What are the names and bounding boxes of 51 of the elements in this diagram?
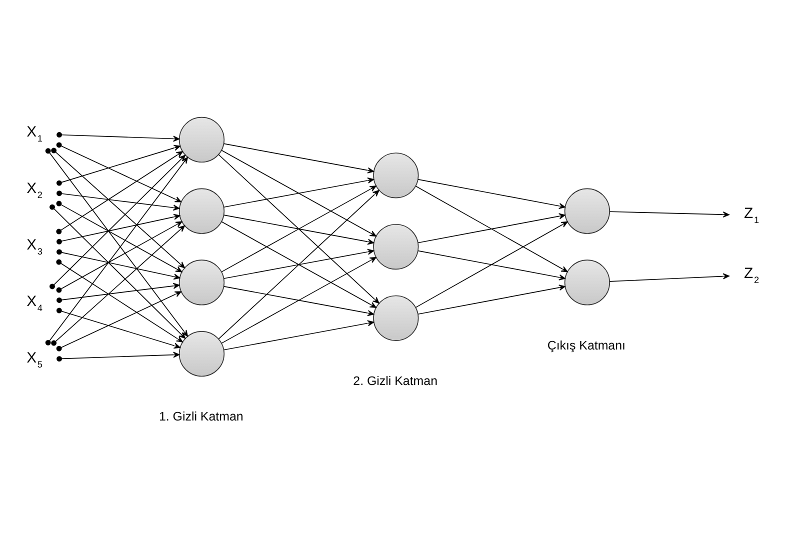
label: 1. Gizli Katman xyxy=(158,410,244,424)
node-circle xyxy=(564,260,610,306)
arrow xyxy=(223,286,374,316)
arrow xyxy=(56,151,183,234)
arrow xyxy=(56,282,180,303)
node-circle xyxy=(564,188,610,234)
node-text: Z$_{2}$ xyxy=(744,264,760,285)
arrow xyxy=(418,179,566,209)
arrow xyxy=(416,186,568,272)
label: Çıkış Katmanı xyxy=(547,338,626,352)
arrow xyxy=(418,213,566,244)
arrow xyxy=(223,320,374,350)
arrow xyxy=(56,132,180,142)
arrow xyxy=(51,225,185,346)
arrow xyxy=(56,221,182,293)
arrow xyxy=(221,186,376,272)
arrow xyxy=(56,200,182,272)
arrow xyxy=(221,256,376,344)
arrow xyxy=(223,143,374,174)
arrow xyxy=(221,150,376,237)
node-text: Z$_{1}$ xyxy=(744,205,760,226)
node-text: X$_{3}$ xyxy=(26,236,42,257)
arrow xyxy=(218,154,380,304)
node-circle xyxy=(373,224,419,270)
arrow xyxy=(223,214,374,245)
node-text: X$_{4}$ xyxy=(26,293,42,314)
arrow xyxy=(56,308,180,349)
arrow xyxy=(56,190,180,211)
arrow xyxy=(56,144,180,186)
arrow xyxy=(56,142,182,202)
arrow xyxy=(56,291,182,352)
arrow xyxy=(50,154,186,290)
arrow xyxy=(223,248,374,279)
arrow xyxy=(418,284,566,315)
node-text: X$_{1}$ xyxy=(26,124,42,144)
arrow xyxy=(223,177,374,208)
arrow xyxy=(609,211,730,218)
arrow xyxy=(56,214,180,244)
arrow xyxy=(416,221,568,308)
arrow xyxy=(56,259,183,342)
arrow xyxy=(609,273,730,282)
arrow xyxy=(221,221,376,308)
arrow xyxy=(418,250,566,280)
label: 2. Gizli Katman xyxy=(353,374,438,388)
arrow xyxy=(218,190,380,340)
arrow xyxy=(56,352,180,362)
node-text: X$_{5}$ xyxy=(26,349,42,370)
arrow xyxy=(50,204,186,339)
arrow xyxy=(56,249,180,280)
arrow xyxy=(51,148,185,268)
node-text: X$_{2}$ xyxy=(26,180,42,200)
